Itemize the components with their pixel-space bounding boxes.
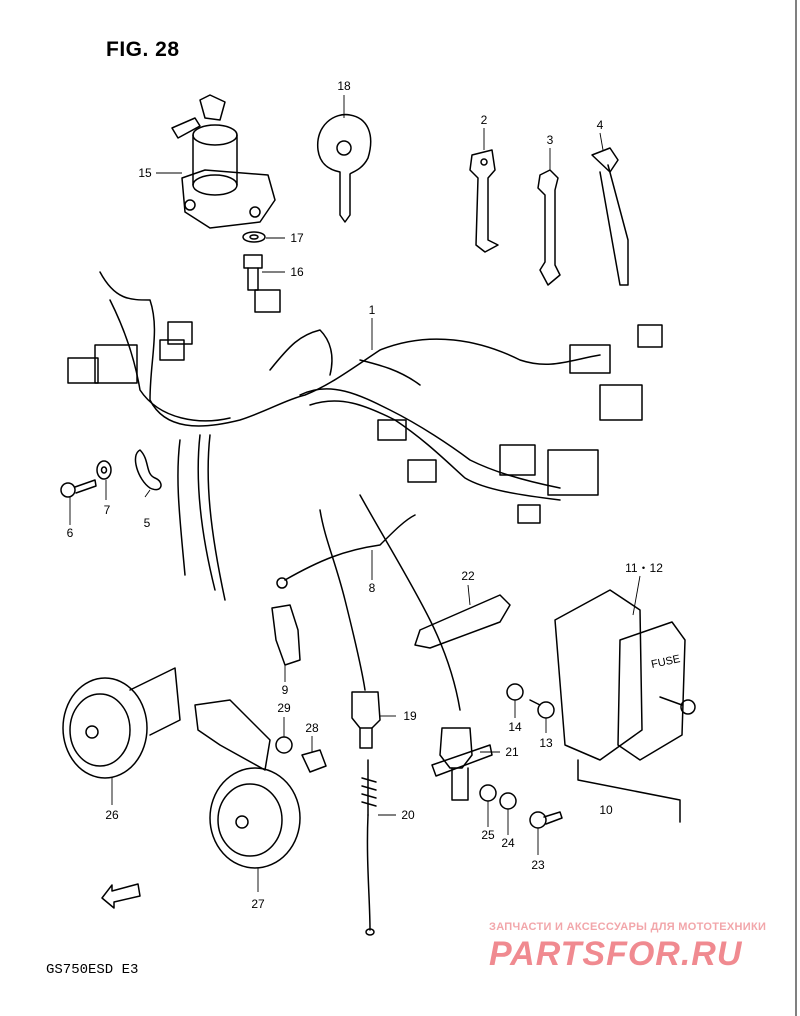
horn-26 [62, 667, 181, 779]
callout-5: 5 [143, 516, 151, 530]
washer-14 [506, 683, 524, 701]
model-code: GS750ESD E3 [46, 962, 139, 978]
callout-2: 2 [480, 113, 488, 127]
watermark-subtitle: ЗАПЧАСТИ И АКСЕССУАРЫ ДЛЯ МОТОТЕХНИКИ [489, 921, 767, 933]
clip-5 [134, 449, 162, 491]
figure-title: FIG. 28 [106, 38, 180, 61]
washer-24 [499, 792, 517, 810]
bolt-16 [243, 254, 263, 291]
callout-28: 28 [305, 721, 319, 735]
callout-26: 26 [105, 808, 119, 822]
callout-9: 9 [281, 683, 289, 697]
callout-15: 15 [138, 166, 152, 180]
callout-18: 18 [337, 79, 351, 93]
ignition-switch [171, 94, 276, 229]
spring-cable-20 [361, 759, 377, 936]
callout-14: 14 [508, 720, 522, 734]
switch-21 [431, 727, 493, 801]
callout-20: 20 [401, 808, 415, 822]
plate-22 [414, 594, 511, 649]
bracket-9 [271, 604, 301, 666]
leader-lines [69, 95, 641, 892]
callout-16: 16 [290, 265, 304, 279]
callout-4: 4 [596, 118, 604, 132]
fwd-arrow-icon [101, 883, 141, 909]
callout-6: 6 [66, 526, 74, 540]
screw-6 [60, 479, 97, 498]
clamp-2 [469, 149, 499, 253]
screw-fuse-cover [659, 696, 696, 715]
callout-11-12: 11・12 [625, 561, 663, 575]
fuse-box-10 [554, 589, 686, 823]
callout-8: 8 [368, 581, 376, 595]
callout-17: 17 [290, 231, 304, 245]
washer-17 [242, 231, 266, 243]
screw-23 [529, 811, 563, 829]
callout-21: 21 [505, 745, 519, 759]
callout-3: 3 [546, 133, 554, 147]
switch-19 [351, 691, 381, 749]
wiring-harness [67, 271, 663, 601]
watermark-logo: PARTSFOR.RU [489, 935, 743, 973]
clamp-3 [537, 169, 561, 286]
screw-13 [529, 699, 555, 719]
washer-25 [479, 784, 497, 802]
callout-19: 19 [403, 709, 417, 723]
callout-29: 29 [277, 701, 291, 715]
callout-22: 22 [461, 569, 475, 583]
callout-23: 23 [531, 858, 545, 872]
callout-10: 10 [599, 803, 613, 817]
washer-29 [275, 736, 293, 754]
fuse-label: FUSE [650, 653, 681, 671]
washer-7 [96, 460, 112, 480]
ignition-key [317, 113, 372, 223]
callout-7: 7 [103, 503, 111, 517]
callout-27: 27 [251, 897, 265, 911]
horn-27 [194, 699, 301, 869]
bolt-28 [301, 749, 327, 773]
callout-1: 1 [368, 303, 376, 317]
sub-harness-8 [276, 494, 461, 711]
callout-25: 25 [481, 828, 495, 842]
cable-tie-4 [591, 147, 629, 286]
fwd-label: FWD [110, 889, 130, 902]
callout-24: 24 [501, 836, 515, 850]
callout-13: 13 [539, 736, 553, 750]
